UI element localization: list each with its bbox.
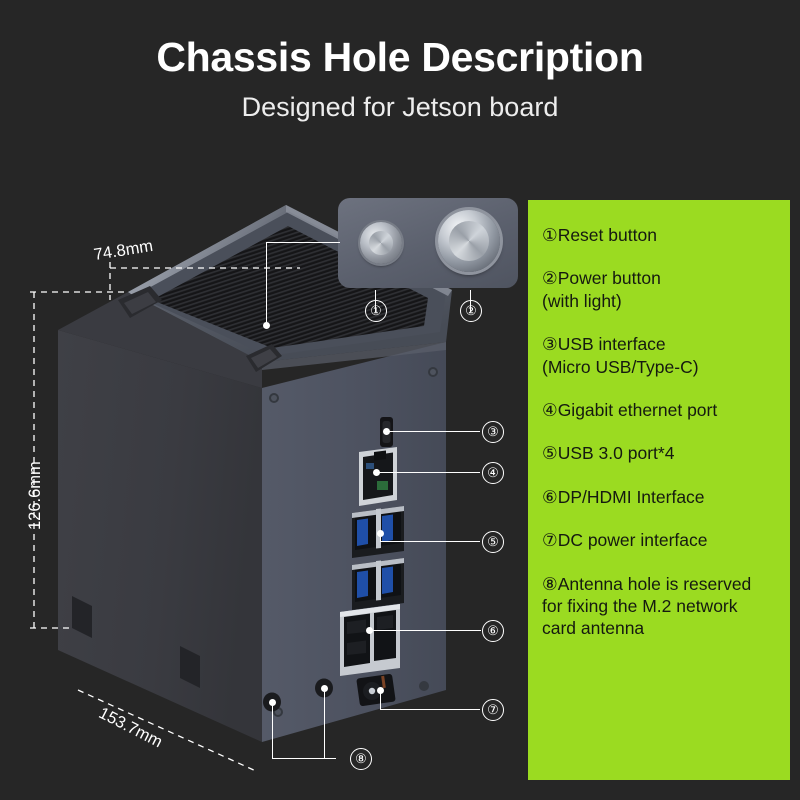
callout-5[interactable]: ⑤ [482, 531, 504, 553]
callout-4-dot [373, 469, 380, 476]
callout-7[interactable]: ⑦ [482, 699, 504, 721]
callout-8-dot-right [321, 685, 328, 692]
callout-7-line-v [380, 691, 382, 710]
ethernet-port [359, 447, 397, 506]
dc-power-jack [356, 674, 396, 706]
callout-3[interactable]: ③ [482, 421, 504, 443]
legend-item-ethernet-port: ④Gigabit ethernet port [542, 399, 718, 420]
callout-7-dot [377, 687, 384, 694]
legend-item-antenna-hole: ⑧Antenna hole is reserved for fixing the… [542, 573, 752, 639]
reset-button[interactable] [360, 222, 402, 264]
callout-6[interactable]: ⑥ [482, 620, 504, 642]
page-title: Chassis Hole Description [156, 34, 644, 80]
dp-hdmi-port [340, 604, 400, 676]
callout-5-dot [377, 530, 384, 537]
callout-8-line-v-right [324, 689, 326, 759]
inset-leader-horizontal [266, 242, 340, 244]
legend-item-power-button: ②Power button (with light) [542, 268, 661, 311]
callout-6-dot [366, 627, 373, 634]
legend-item-usb-interface: ③USB interface (Micro USB/Type-C) [542, 334, 699, 377]
dimension-label-height: 126.6mm [26, 461, 44, 530]
legend-item-dc-power: ⑦DC power interface [542, 530, 708, 551]
page-subtitle: Designed for Jetson board [241, 92, 559, 122]
legend-panel: ①Reset button ②Power button (with light)… [528, 200, 790, 780]
legend-list: ①Reset button ②Power button (with light)… [528, 200, 790, 650]
callout-3-dot [383, 428, 390, 435]
callout-8-line-v-left [272, 703, 274, 759]
callout-4[interactable]: ④ [482, 462, 504, 484]
callout-8-dot-left [269, 699, 276, 706]
inset-leader-dot [263, 322, 270, 329]
callout-1[interactable]: ① [365, 300, 387, 322]
callout-3-line [388, 431, 480, 433]
callout-7-line [380, 709, 480, 711]
button-detail-inset [338, 198, 518, 288]
callout-6-line [371, 630, 481, 632]
callout-5-line [380, 541, 480, 543]
callout-5-line-v [380, 534, 382, 542]
callout-8-line-h-left [272, 758, 336, 760]
callout-2[interactable]: ② [460, 300, 482, 322]
legend-item-usb3-port: ⑤USB 3.0 port*4 [542, 443, 675, 464]
legend-item-dp-hdmi: ⑥DP/HDMI Interface [542, 486, 705, 507]
legend-item-reset-button: ①Reset button [542, 225, 657, 245]
callout-8[interactable]: ⑧ [350, 748, 372, 770]
inset-leader-vertical [266, 242, 268, 326]
power-button[interactable] [438, 210, 500, 272]
callout-4-line [378, 472, 480, 474]
